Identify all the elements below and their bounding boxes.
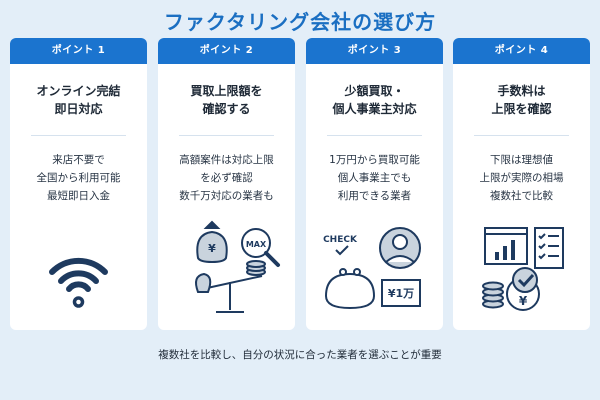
wifi-icon xyxy=(49,257,108,308)
point-title: 少額買取・ 個人事業主対応 xyxy=(332,84,417,116)
points-grid: ポイント 1 オンライン完結 即日対応 来店不要で 全国から利用可能 最短即日入… xyxy=(10,38,590,330)
divider xyxy=(179,135,274,136)
check-label: CHECK xyxy=(323,235,358,245)
footer-note: 複数社を比較し、自分の状況に合った業者を選ぶことが重要 xyxy=(158,349,442,361)
point-title: 手数料は 上限を確認 xyxy=(491,84,552,116)
point-body: 高額案件は対応上限 を必ず確認 数千万対応の業者も xyxy=(179,154,274,202)
point-card-4: ポイント 4 手数料は 上限を確認 下限は理想値 上限が実際の相場 複数社で比較 xyxy=(453,38,590,330)
point-title: 買取上限額を 確認する xyxy=(190,84,263,116)
point-card-2: ポイント 2 買取上限額を 確認する 高額案件は対応上限 を必ず確認 数千万対応… xyxy=(158,38,295,330)
point-body: 下限は理想値 上限が実際の相場 複数社で比較 xyxy=(479,154,564,202)
divider xyxy=(31,135,126,136)
svg-text:¥: ¥ xyxy=(208,242,216,255)
compare-checklist-icon: ¥ xyxy=(482,227,564,311)
divider xyxy=(474,135,569,136)
point-label: ポイント 1 xyxy=(10,38,147,64)
point-body: 来店不要で 全国から利用可能 最短即日入金 xyxy=(36,154,121,202)
point-label: ポイント 2 xyxy=(158,38,295,64)
money-scale-icon: ¥ MAX xyxy=(195,220,280,313)
point-card-3: ポイント 3 少額買取・ 個人事業主対応 1万円から買取可能 個人事業主でも 利… xyxy=(306,38,443,330)
max-label: MAX xyxy=(246,240,267,249)
svg-text:¥: ¥ xyxy=(519,294,528,308)
price-tag: ¥1万 xyxy=(388,287,414,300)
coin-purse-icon: CHECK ¥1万 xyxy=(323,227,421,310)
point-label: ポイント 3 xyxy=(306,38,443,64)
point-body: 1万円から買取可能 個人事業主でも 利用できる業者 xyxy=(329,154,420,202)
divider xyxy=(327,135,422,136)
point-title: オンライン完結 即日対応 xyxy=(36,84,121,116)
point-card-1: ポイント 1 オンライン完結 即日対応 来店不要で 全国から利用可能 最短即日入… xyxy=(10,38,147,330)
page-title: ファクタリング会社の選び方 xyxy=(163,10,437,34)
point-label: ポイント 4 xyxy=(453,38,590,64)
